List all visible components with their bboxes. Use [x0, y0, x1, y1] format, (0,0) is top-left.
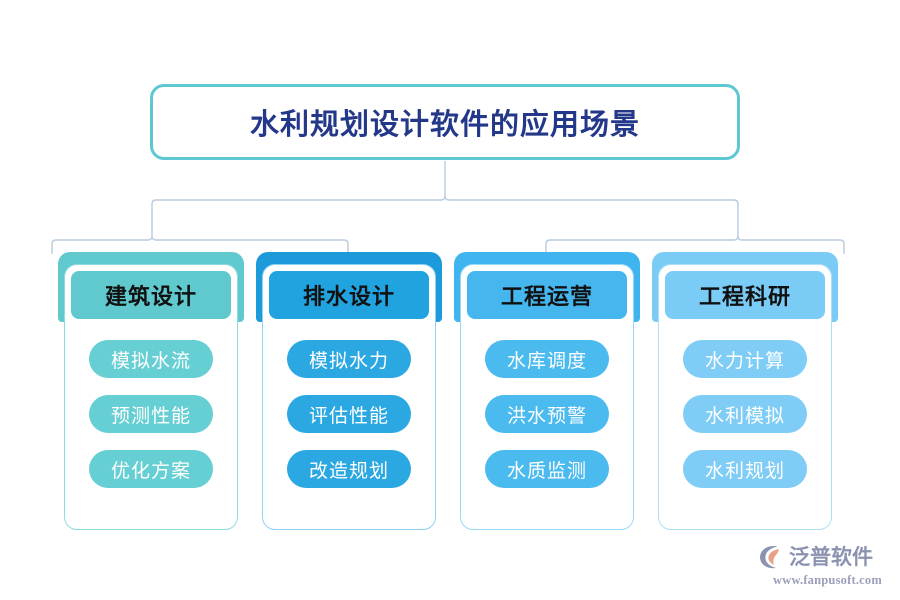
column-header-engineering-research[interactable]: 工程科研: [664, 270, 826, 320]
list-item[interactable]: 水利规划: [683, 450, 807, 488]
list-item[interactable]: 评估性能: [287, 395, 411, 433]
list-item-label: 预测性能: [110, 405, 191, 427]
column-engineering-research[interactable]: 工程科研 水力计算 水利模拟 水利规划: [652, 252, 838, 530]
column-drainage-design[interactable]: 排水设计 模拟水力 评估性能 改造规划: [256, 252, 442, 530]
list-item[interactable]: 洪水预警: [485, 395, 609, 433]
list-item[interactable]: 改造规划: [287, 450, 411, 488]
list-item-label: 水利规划: [704, 460, 785, 482]
list-item[interactable]: 水库调度: [485, 340, 609, 378]
list-item[interactable]: 模拟水力: [287, 340, 411, 378]
column-header-engineering-operation[interactable]: 工程运营: [466, 270, 628, 320]
column-engineering-operation[interactable]: 工程运营 水库调度 洪水预警 水质监测: [454, 252, 640, 530]
column-items: 模拟水力 评估性能 改造规划: [262, 340, 436, 488]
list-item-label: 水利模拟: [704, 405, 785, 427]
column-items: 水库调度 洪水预警 水质监测: [460, 340, 634, 488]
list-item[interactable]: 水质监测: [485, 450, 609, 488]
logo-name: 泛普软件: [789, 544, 873, 569]
list-item[interactable]: 水利模拟: [683, 395, 807, 433]
list-item-label: 优化方案: [110, 460, 191, 482]
list-item-label: 模拟水流: [110, 350, 191, 372]
list-item-label: 改造规划: [308, 460, 389, 482]
column-items: 模拟水流 预测性能 优化方案: [64, 340, 238, 488]
column-header-label: 工程科研: [698, 284, 791, 309]
list-item[interactable]: 预测性能: [89, 395, 213, 433]
column-header-building-design[interactable]: 建筑设计: [70, 270, 232, 320]
list-item-label: 水库调度: [506, 350, 587, 372]
list-item[interactable]: 模拟水流: [89, 340, 213, 378]
logo-row: 泛普软件: [757, 543, 873, 571]
list-item-label: 评估性能: [308, 405, 389, 427]
diagram-title-box: 水利规划设计软件的应用场景: [150, 84, 740, 160]
list-item-label: 洪水预警: [506, 405, 587, 427]
watermark-logo: 泛普软件 www.fanpusoft.com: [757, 543, 892, 591]
column-items: 水力计算 水利模拟 水利规划: [658, 340, 832, 488]
column-header-label: 工程运营: [500, 284, 593, 309]
column-header-label: 排水设计: [302, 284, 395, 309]
list-item-label: 模拟水力: [308, 350, 389, 372]
list-item-label: 水力计算: [704, 350, 785, 372]
list-item[interactable]: 优化方案: [89, 450, 213, 488]
column-header-label: 建筑设计: [104, 284, 197, 309]
list-item-label: 水质监测: [506, 460, 587, 482]
logo-url: www.fanpusoft.com: [773, 573, 882, 587]
column-header-drainage-design[interactable]: 排水设计: [268, 270, 430, 320]
fanpu-logo-icon: [759, 546, 779, 569]
column-building-design[interactable]: 建筑设计 模拟水流 预测性能 优化方案: [58, 252, 244, 530]
page-title: 水利规划设计软件的应用场景: [249, 109, 640, 141]
list-item[interactable]: 水力计算: [683, 340, 807, 378]
